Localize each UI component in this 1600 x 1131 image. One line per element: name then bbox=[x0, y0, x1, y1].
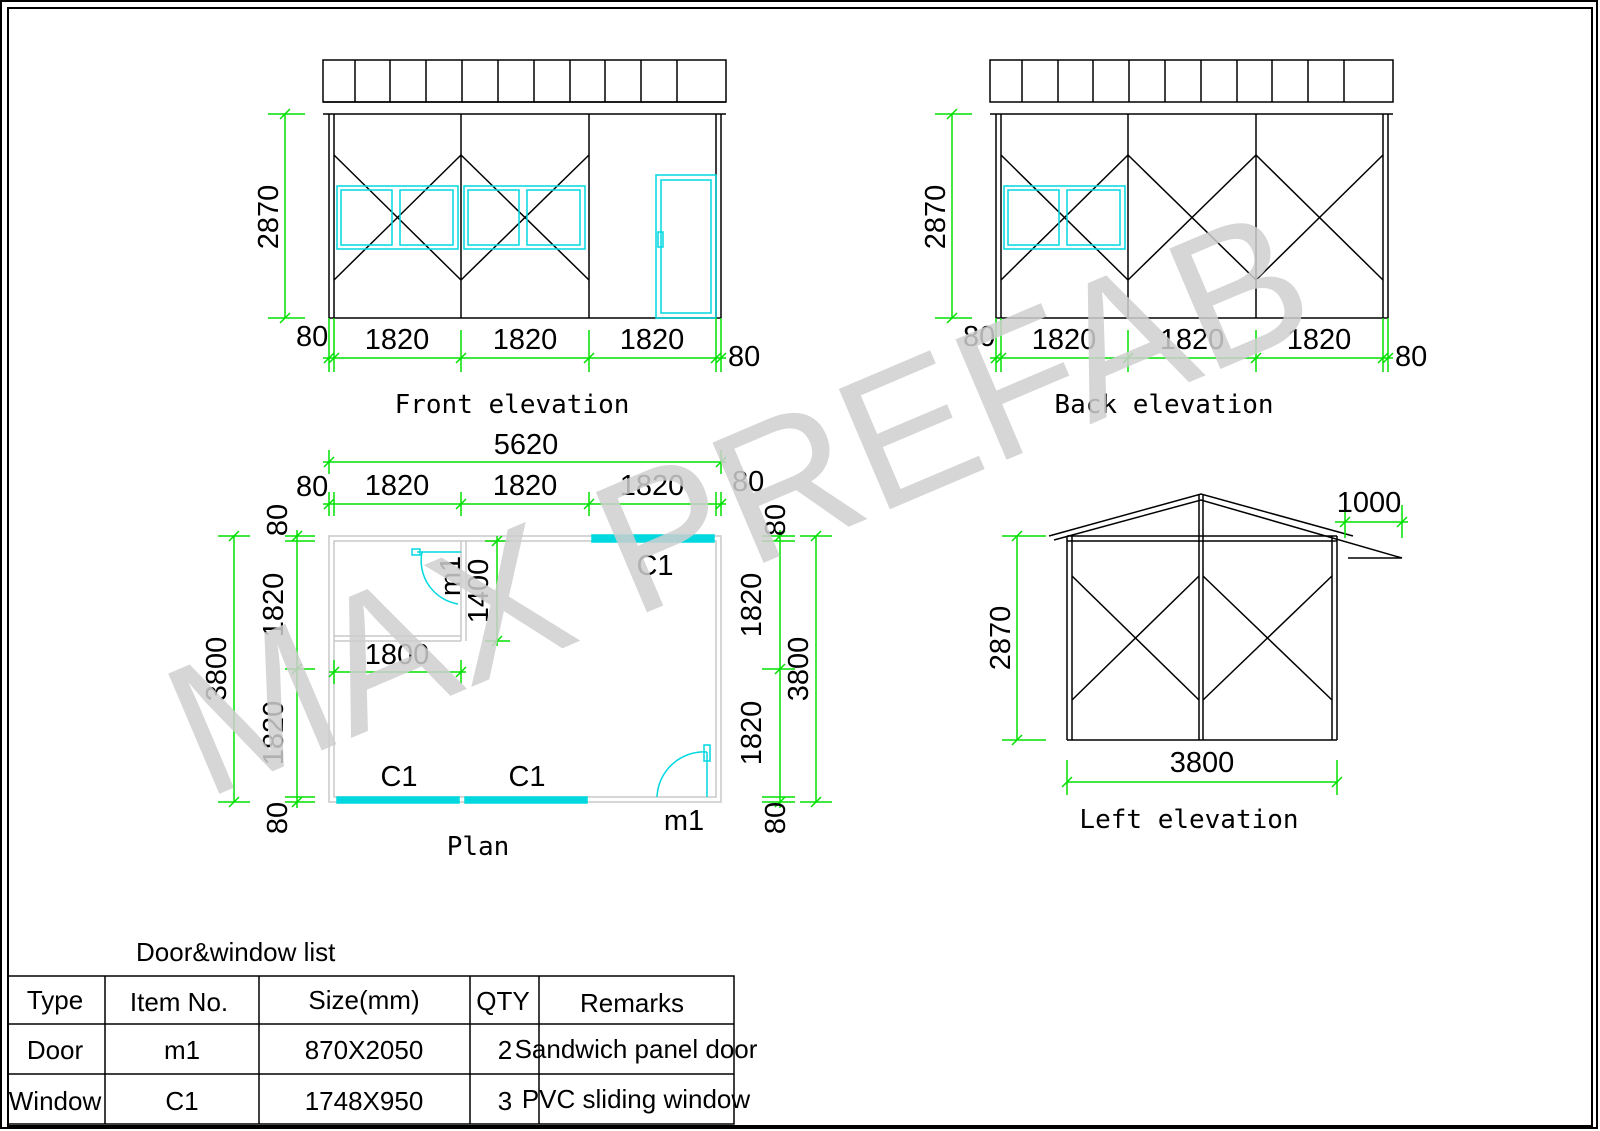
left-width-label: 3800 bbox=[1170, 747, 1235, 779]
table-header-remarks: Remarks bbox=[580, 988, 684, 1018]
plan-window-tag-bottom-2: C1 bbox=[508, 761, 545, 793]
back-left-end-label: 80 bbox=[963, 321, 995, 353]
front-roof bbox=[322, 59, 727, 103]
table-cell-size: 1748X950 bbox=[305, 1086, 424, 1116]
back-span-2-label: 1820 bbox=[1160, 324, 1225, 356]
plan-left-top-end-label: 80 bbox=[262, 504, 294, 536]
table-cell-size: 870X2050 bbox=[305, 1035, 424, 1065]
plan-top-span-2-label: 1820 bbox=[493, 470, 558, 502]
left-overhang-label: 1000 bbox=[1337, 487, 1402, 519]
plan-title: Plan bbox=[447, 832, 510, 862]
back-dimensions bbox=[935, 108, 1394, 372]
table-cell-remarks: PVC sliding window bbox=[522, 1084, 751, 1114]
front-dimensions bbox=[268, 108, 727, 372]
plan-left-span-2-label: 1820 bbox=[258, 701, 290, 766]
table-cell-type: Door bbox=[27, 1035, 84, 1065]
front-span-1-label: 1820 bbox=[365, 324, 430, 356]
plan-door-tag-inner: m1 bbox=[435, 556, 467, 596]
front-dimension-labels: 2870 80 1820 1820 1820 80 Front elevatio… bbox=[253, 185, 760, 420]
plan-window-bottom-2 bbox=[464, 796, 588, 804]
table-cell-remarks: Sandwich panel door bbox=[515, 1034, 758, 1064]
back-right-end-label: 80 bbox=[1395, 341, 1427, 373]
plan-overall-label: 5620 bbox=[494, 429, 559, 461]
front-window-2 bbox=[463, 185, 586, 250]
plan-door-inner bbox=[417, 551, 461, 605]
plan-right-top-end-label: 80 bbox=[760, 504, 792, 536]
plan-openings bbox=[336, 534, 715, 804]
table-cell-qty: 2 bbox=[498, 1035, 512, 1065]
plan-room-width-label: 1800 bbox=[365, 639, 430, 671]
back-bracing bbox=[1000, 154, 1384, 281]
front-window-1 bbox=[336, 185, 459, 250]
back-span-1-label: 1820 bbox=[1032, 324, 1097, 356]
front-roof-ribs bbox=[354, 60, 678, 102]
plan-right-span-1-label: 1820 bbox=[736, 573, 768, 638]
plan-window-tag-bottom-1: C1 bbox=[380, 761, 417, 793]
plan-door-tag-outer: m1 bbox=[664, 805, 704, 837]
left-elevation bbox=[1048, 493, 1403, 741]
left-bracing bbox=[1071, 575, 1333, 701]
back-height-label: 2870 bbox=[920, 185, 952, 250]
left-elevation-title: Left elevation bbox=[1079, 805, 1298, 835]
left-dimensions bbox=[1002, 505, 1408, 795]
front-door bbox=[655, 174, 717, 319]
front-elevation bbox=[322, 59, 727, 319]
table-cell-type: Window bbox=[9, 1086, 102, 1116]
plan-dimensions bbox=[218, 450, 832, 808]
front-bracing bbox=[333, 154, 590, 281]
front-span-2-label: 1820 bbox=[493, 324, 558, 356]
plan-top-span-1-label: 1820 bbox=[365, 470, 430, 502]
front-right-end-label: 80 bbox=[728, 341, 760, 373]
table-header-size: Size(mm) bbox=[308, 985, 419, 1015]
back-elevation bbox=[989, 59, 1394, 319]
inner-border bbox=[7, 7, 1593, 1127]
table-header-item: Item No. bbox=[130, 987, 228, 1017]
plan-window-bottom-1 bbox=[336, 796, 460, 804]
front-windows bbox=[336, 174, 717, 319]
plan-top-left-end-label: 80 bbox=[296, 471, 328, 503]
plan-left-total-label: 3800 bbox=[201, 637, 233, 702]
table-row: Door m1 870X2050 2 Sandwich panel door bbox=[27, 1034, 758, 1065]
table-header-qty: QTY bbox=[476, 986, 529, 1016]
table-header-type: Type bbox=[27, 985, 83, 1015]
left-roof-gable bbox=[1048, 493, 1354, 537]
table-header-row: Type Item No. Size(mm) QTY Remarks bbox=[27, 985, 684, 1018]
plan-top-right-end-label: 80 bbox=[732, 466, 764, 498]
plan-left-bottom-end-label: 80 bbox=[262, 802, 294, 834]
table-row: Window C1 1748X950 3 PVC sliding window bbox=[9, 1084, 751, 1116]
back-dimension-labels: 2870 80 1820 1820 1820 80 Back elevation bbox=[920, 185, 1427, 420]
back-elevation-title: Back elevation bbox=[1054, 390, 1273, 420]
plan-top-span-3-label: 1820 bbox=[620, 470, 685, 502]
plan-right-span-2-label: 1820 bbox=[736, 701, 768, 766]
table-title: Door&window list bbox=[136, 937, 336, 967]
front-elevation-title: Front elevation bbox=[395, 390, 630, 420]
table-cell-qty: 3 bbox=[498, 1086, 512, 1116]
back-window-1 bbox=[1003, 185, 1126, 250]
plan-window-tag-top: C1 bbox=[636, 550, 673, 582]
back-span-3-label: 1820 bbox=[1287, 324, 1352, 356]
table-cell-item: m1 bbox=[164, 1035, 200, 1065]
front-left-end-label: 80 bbox=[296, 321, 328, 353]
back-roof bbox=[989, 59, 1394, 103]
left-height-label: 2870 bbox=[985, 606, 1017, 671]
plan-right-total-label: 3800 bbox=[783, 637, 815, 702]
plan-labels: 5620 80 1820 1820 1820 80 3800 80 1820 1… bbox=[201, 429, 815, 862]
table-cell-item: C1 bbox=[165, 1086, 198, 1116]
plan-right-bottom-end-label: 80 bbox=[760, 802, 792, 834]
front-span-3-label: 1820 bbox=[620, 324, 685, 356]
back-windows bbox=[1003, 185, 1126, 250]
plan-room-depth-label: 1400 bbox=[463, 559, 495, 624]
front-height-label: 2870 bbox=[253, 185, 285, 250]
plan-window-top bbox=[591, 534, 715, 543]
plan-left-span-1-label: 1820 bbox=[258, 573, 290, 638]
plan-door-outer bbox=[656, 751, 708, 798]
left-dimension-labels: 2870 3800 1000 Left elevation bbox=[985, 487, 1401, 835]
table-grid bbox=[7, 975, 735, 1125]
back-roof-ribs bbox=[1021, 60, 1345, 102]
